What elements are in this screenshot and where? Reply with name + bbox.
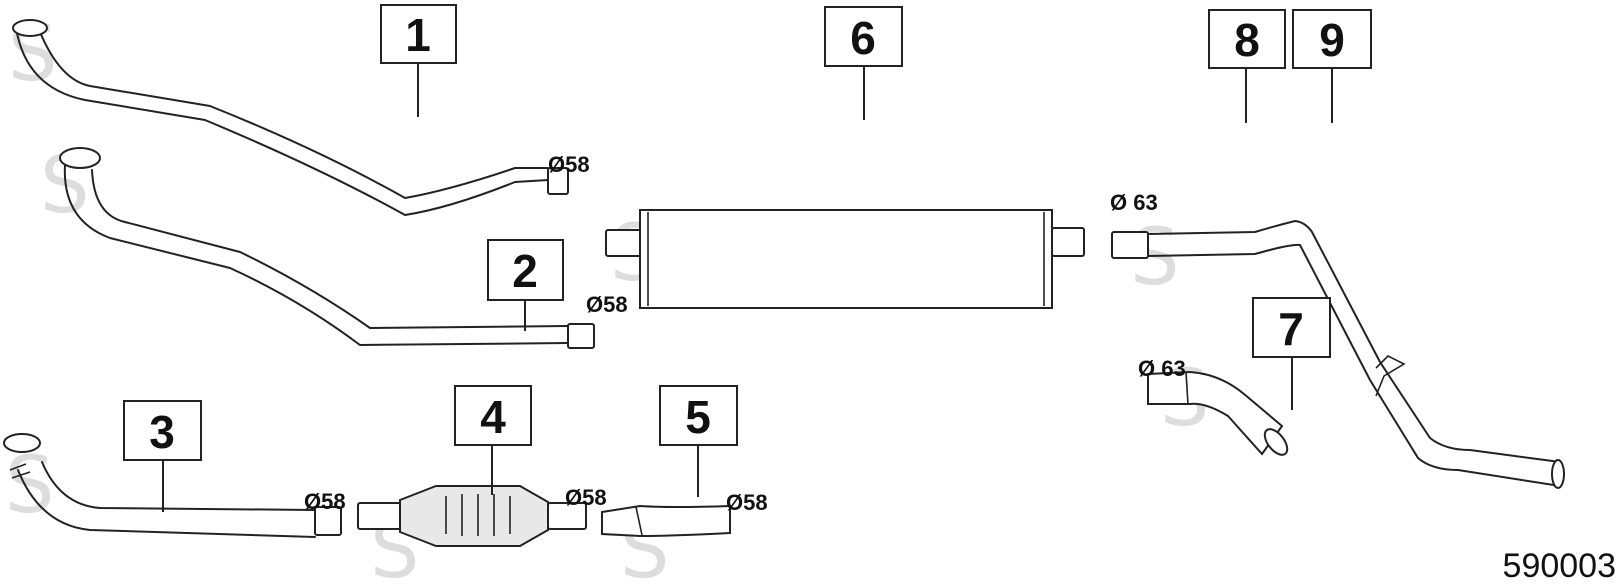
part-1-front-pipe — [12, 19, 569, 216]
hanger-bracket — [1375, 355, 1406, 397]
callout-9: 9 — [1292, 9, 1372, 69]
callout-number: 9 — [1319, 14, 1345, 66]
part-8-9-rear-pipe — [1111, 220, 1565, 489]
callout-number: 3 — [149, 406, 175, 458]
watermark-s: S — [5, 441, 55, 531]
part-5-intermediate-pipe — [601, 504, 731, 538]
diameter-label: Ø 63 — [1138, 356, 1186, 381]
callout-number: 1 — [405, 9, 431, 61]
part-2-front-pipe — [59, 147, 595, 349]
part-7-tail-pipe — [1147, 370, 1289, 456]
diameter-label: Ø 63 — [1110, 190, 1158, 215]
rear-pipe-inlet — [1111, 231, 1149, 259]
callout-2: 2 — [487, 239, 564, 301]
callout-number: 2 — [512, 245, 538, 297]
pipe-end-1 — [547, 167, 569, 195]
diameter-label: Ø58 — [565, 485, 607, 510]
callout-6: 6 — [824, 6, 903, 67]
callout-number: 6 — [850, 12, 876, 64]
diameter-label: Ø58 — [726, 490, 768, 515]
part-3-front-pipe — [3, 433, 342, 538]
diagram-code: 590003 — [1503, 547, 1616, 585]
silencer-body — [639, 209, 1053, 309]
callout-8: 8 — [1208, 9, 1286, 69]
silencer-inlet — [605, 229, 643, 257]
part-4-catalytic-converter — [357, 485, 587, 547]
tail-pipe-7-body — [1147, 370, 1284, 456]
converter-outlet — [547, 502, 587, 530]
tail-pipe-7-end — [1263, 428, 1289, 456]
callout-number: 4 — [480, 391, 506, 443]
converter-body — [399, 485, 549, 547]
callout-3: 3 — [123, 400, 202, 461]
pipe-5-body — [601, 504, 731, 538]
flange-2 — [59, 147, 101, 169]
pipe-end-3 — [314, 506, 342, 536]
callout-number: 8 — [1234, 14, 1260, 66]
part-6-middle-silencer — [605, 209, 1085, 309]
callout-5: 5 — [659, 385, 738, 446]
tail-end — [1551, 459, 1565, 489]
flange-3 — [3, 433, 41, 453]
callout-number: 7 — [1278, 303, 1304, 355]
pipe-end-2 — [567, 323, 595, 349]
converter-inlet — [357, 502, 403, 530]
callout-4: 4 — [454, 385, 532, 446]
callout-1: 1 — [380, 4, 457, 64]
diameter-label: Ø58 — [548, 152, 590, 177]
callout-7: 7 — [1252, 297, 1331, 358]
flange-1 — [12, 19, 48, 37]
diameter-label: Ø58 — [304, 489, 346, 514]
leader-lines — [162, 63, 1333, 512]
silencer-outlet — [1051, 227, 1085, 257]
diameter-label: Ø58 — [586, 292, 628, 317]
callout-number: 5 — [685, 391, 711, 443]
